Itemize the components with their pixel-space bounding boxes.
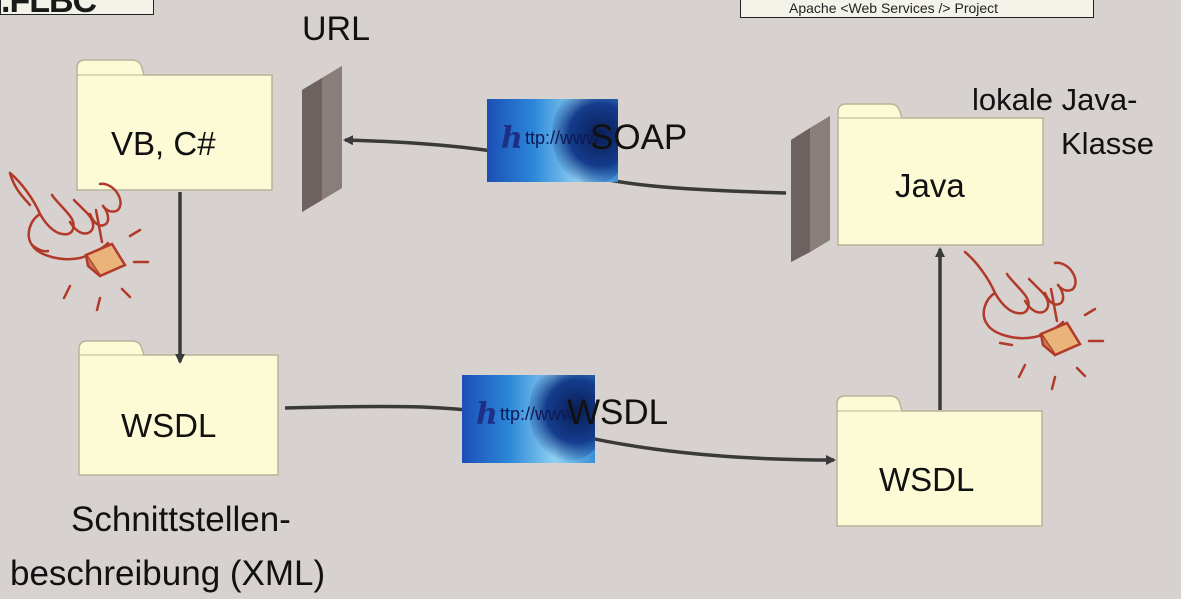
endpoint-url-wall (302, 66, 342, 212)
label-wsdl-transfer: WSDL (567, 393, 669, 432)
folder-server-wsdl (836, 395, 1043, 527)
http-text: ttp://www (525, 128, 600, 148)
label-soap: SOAP (590, 118, 688, 157)
folder-label-client-code: VB, C# (111, 125, 216, 162)
http-initial: h (501, 121, 523, 156)
http-initial: h (476, 397, 498, 432)
http-badge-wsdl: h ttp://www (462, 375, 595, 463)
logo: .FLBC (0, 0, 154, 15)
label-url: URL (302, 10, 371, 48)
label-schnittstellen-2: beschreibung (XML) (10, 554, 326, 593)
http-text: ttp://www (500, 404, 575, 424)
label-lokale-java-1: lokale Java- (972, 82, 1138, 117)
label-lokale-java-2: Klasse (1061, 126, 1155, 161)
folder-label-server-java: Java (895, 167, 965, 204)
http-badge-soap: h ttp://www (487, 99, 618, 182)
title-caption-box: Apache <Web Services /> Project (740, 0, 1094, 18)
hand-press-left-icon (8, 171, 150, 312)
endpoint-java-wall (791, 116, 830, 262)
logo-text: .FLBC (1, 0, 97, 14)
label-schnittstellen-1: Schnittstellen- (71, 500, 291, 539)
folder-label-server-wsdl: WSDL (879, 461, 975, 498)
folder-server-java (837, 103, 1044, 246)
hand-press-right-icon (963, 250, 1105, 391)
folder-client-code (76, 59, 273, 191)
folder-client-wsdl (78, 340, 279, 476)
folder-label-client-wsdl: WSDL (121, 407, 217, 444)
title-caption: Apache <Web Services /> Project (789, 0, 999, 16)
